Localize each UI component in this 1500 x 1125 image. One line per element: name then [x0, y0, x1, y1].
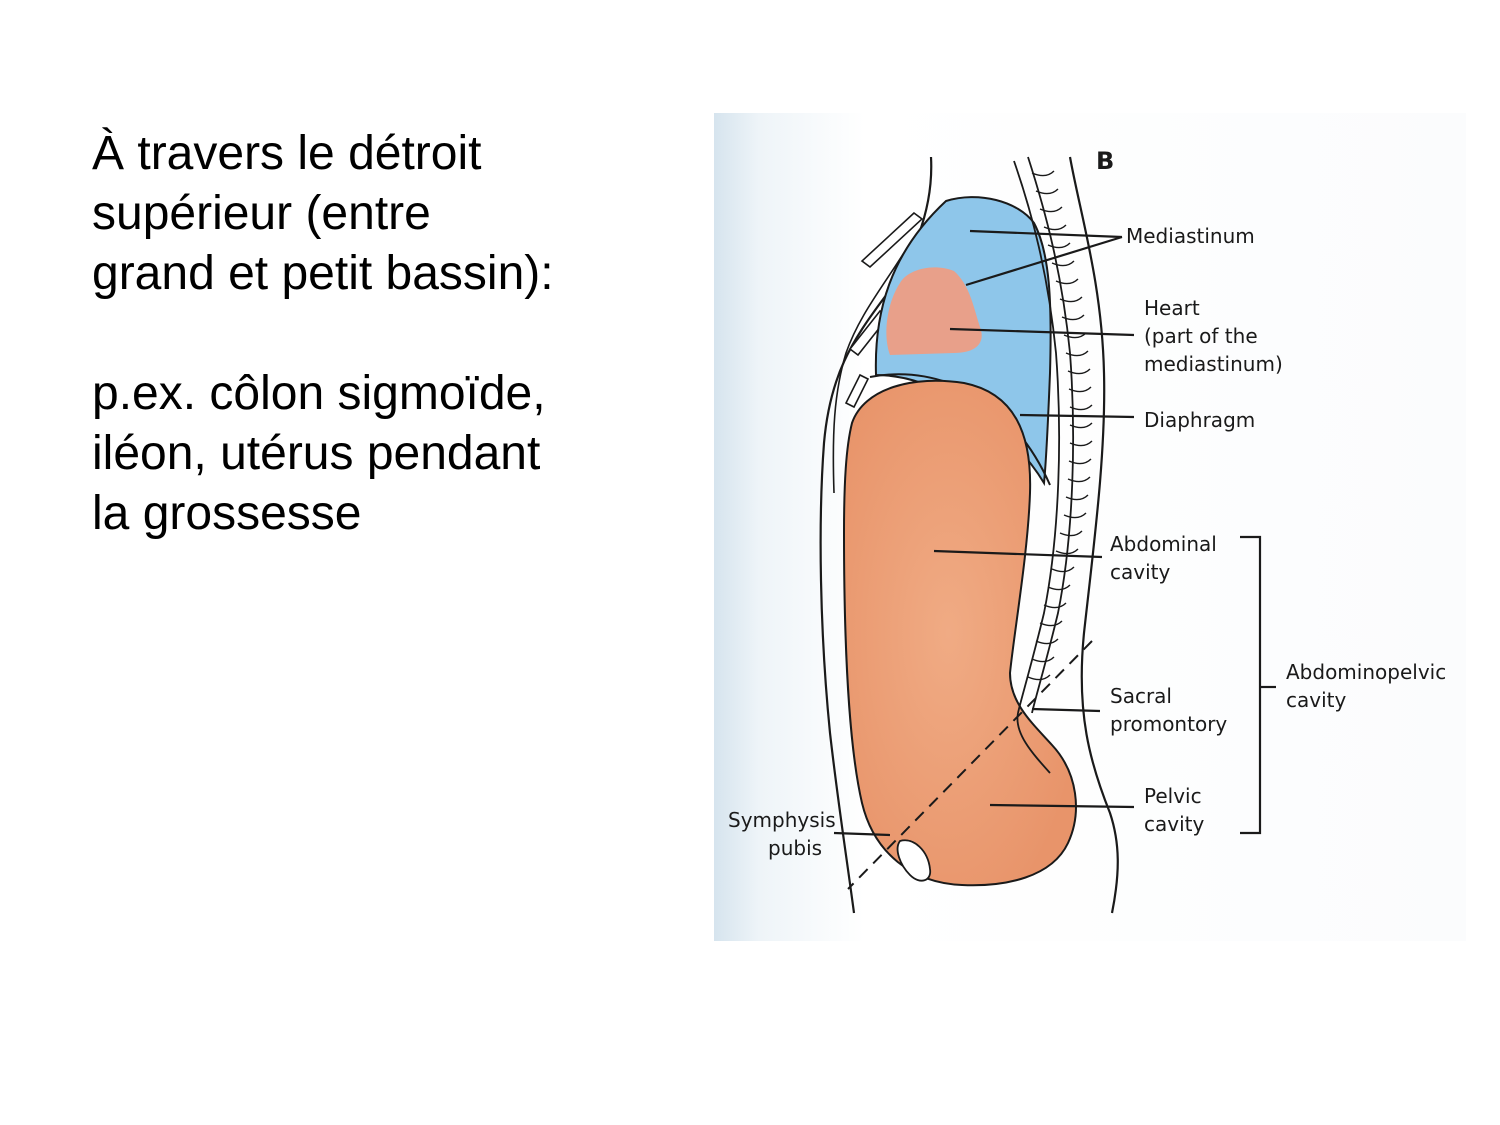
- example-line-3: la grossesse: [92, 487, 362, 540]
- label-sacral-2: promontory: [1110, 712, 1227, 736]
- heading-line-2: supérieur (entre: [92, 187, 431, 240]
- label-abdominopelvic-2: cavity: [1286, 688, 1346, 712]
- label-symphysis-2: pubis: [768, 836, 822, 860]
- label-heart-2: (part of the: [1144, 324, 1258, 348]
- spine-anterior-edge: [1013, 160, 1060, 714]
- example-line-2: iléon, utérus pendant: [92, 427, 541, 480]
- label-symphysis-1: Symphysis: [728, 808, 836, 832]
- heading-line-3: grand et petit bassin):: [92, 247, 554, 300]
- leader-symphysis: [833, 831, 891, 837]
- heart: [886, 267, 982, 355]
- label-heart-1: Heart: [1144, 296, 1200, 320]
- body-cavities-diagram: B Mediastinum Heart (part of the mediast…: [714, 113, 1466, 941]
- abdominopelvic-bracket: [1240, 535, 1262, 835]
- heading-line-1: À travers le détroit: [92, 127, 482, 180]
- label-heart-3: mediastinum): [1144, 352, 1283, 376]
- label-sacral-1: Sacral: [1110, 684, 1172, 708]
- pelvic-inlet-line: [847, 640, 1093, 890]
- anterior-rib-contour: [832, 242, 911, 494]
- label-pelvic-1: Pelvic: [1144, 784, 1202, 808]
- symphysis-pubis-bone: [896, 839, 932, 882]
- posterior-body-wall: [1068, 156, 1119, 914]
- sacrum: [1016, 712, 1051, 774]
- label-diaphragm: Diaphragm: [1144, 408, 1255, 432]
- leader-lines: [833, 229, 1276, 837]
- leader-pelvic: [989, 803, 1135, 809]
- example-line-1: p.ex. côlon sigmoïde,: [92, 367, 546, 420]
- abdominopelvic-cavity: [842, 379, 1077, 887]
- leader-heart: [949, 327, 1135, 337]
- costal-cartilage-3: [844, 373, 870, 409]
- label-mediastinum: Mediastinum: [1126, 224, 1255, 248]
- anatomy-figure: B Mediastinum Heart (part of the mediast…: [714, 113, 1466, 941]
- leader-mediastinum-b: [965, 235, 1123, 287]
- label-pelvic-2: cavity: [1144, 812, 1204, 836]
- label-abdominopelvic-1: Abdominopelvic: [1286, 660, 1446, 684]
- label-abdominal-1: Abdominal: [1110, 532, 1217, 556]
- leader-sacral: [1031, 707, 1101, 713]
- vertebrae: [1027, 170, 1093, 681]
- leader-diaphragm: [1019, 413, 1135, 419]
- label-abdominal-2: cavity: [1110, 560, 1170, 584]
- leader-abdominal: [933, 549, 1103, 559]
- slide-text-block: À travers le détroit supérieur (entre gr…: [92, 124, 612, 544]
- costal-cartilage-1: [860, 211, 924, 269]
- paragraph-gap: [92, 304, 612, 364]
- leader-mediastinum-a: [969, 229, 1123, 239]
- panel-letter: B: [1096, 147, 1114, 175]
